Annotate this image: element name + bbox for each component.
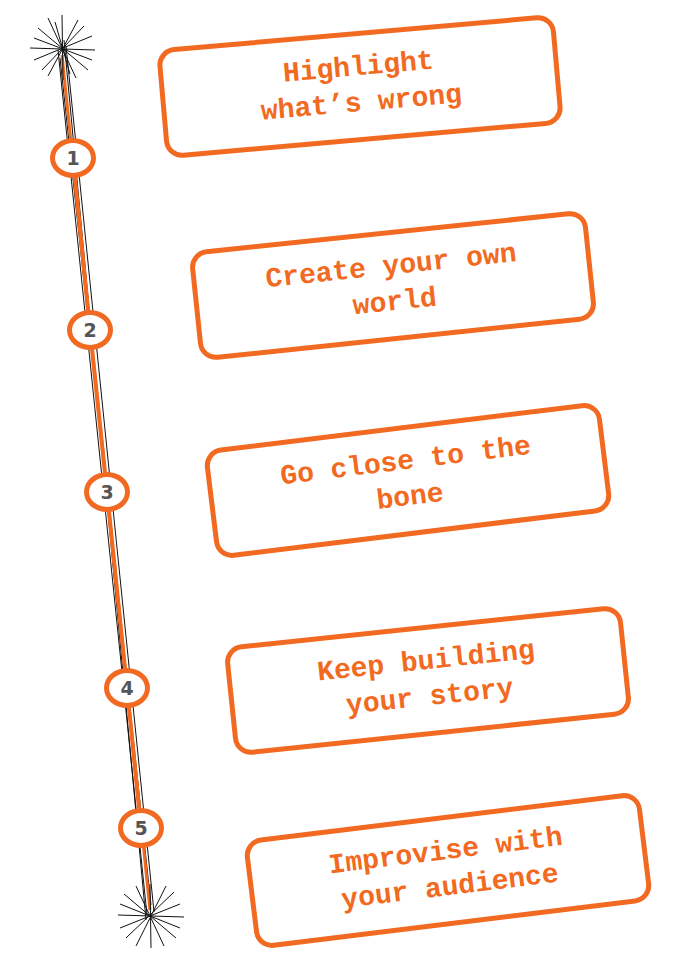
step-box: Create your own world bbox=[188, 209, 597, 361]
connector bbox=[92, 350, 105, 472]
callout-number: 5 bbox=[134, 819, 147, 838]
callout-circle: 2 bbox=[67, 310, 113, 350]
callout-number: 4 bbox=[120, 679, 133, 698]
connector bbox=[109, 512, 125, 668]
callout-circle: 3 bbox=[84, 472, 130, 512]
step-box: Improvise with your audience bbox=[243, 791, 654, 950]
callout-number: 3 bbox=[100, 483, 113, 502]
callout-number: 2 bbox=[83, 321, 96, 340]
step-label: Go close to the bone bbox=[274, 428, 543, 532]
callout-circle: 1 bbox=[50, 138, 96, 178]
step-box: Go close to the bone bbox=[203, 401, 614, 560]
step-box: Keep building your story bbox=[223, 604, 632, 756]
callout-circle: 4 bbox=[104, 668, 150, 708]
step-label: Improvise with your audience bbox=[314, 818, 583, 922]
step-box: Highlight what’s wrong bbox=[156, 13, 564, 158]
callout-circle: 5 bbox=[118, 808, 164, 848]
callout-number: 1 bbox=[66, 149, 79, 168]
step-label: Highlight what’s wrong bbox=[226, 38, 493, 133]
starburst bbox=[118, 884, 184, 948]
starburst bbox=[30, 15, 95, 80]
sketch-strokes bbox=[62, 55, 150, 910]
connector bbox=[75, 178, 88, 310]
step-label: Create your own world bbox=[259, 235, 527, 335]
step-label: Keep building your story bbox=[294, 630, 562, 730]
connector bbox=[129, 708, 139, 808]
